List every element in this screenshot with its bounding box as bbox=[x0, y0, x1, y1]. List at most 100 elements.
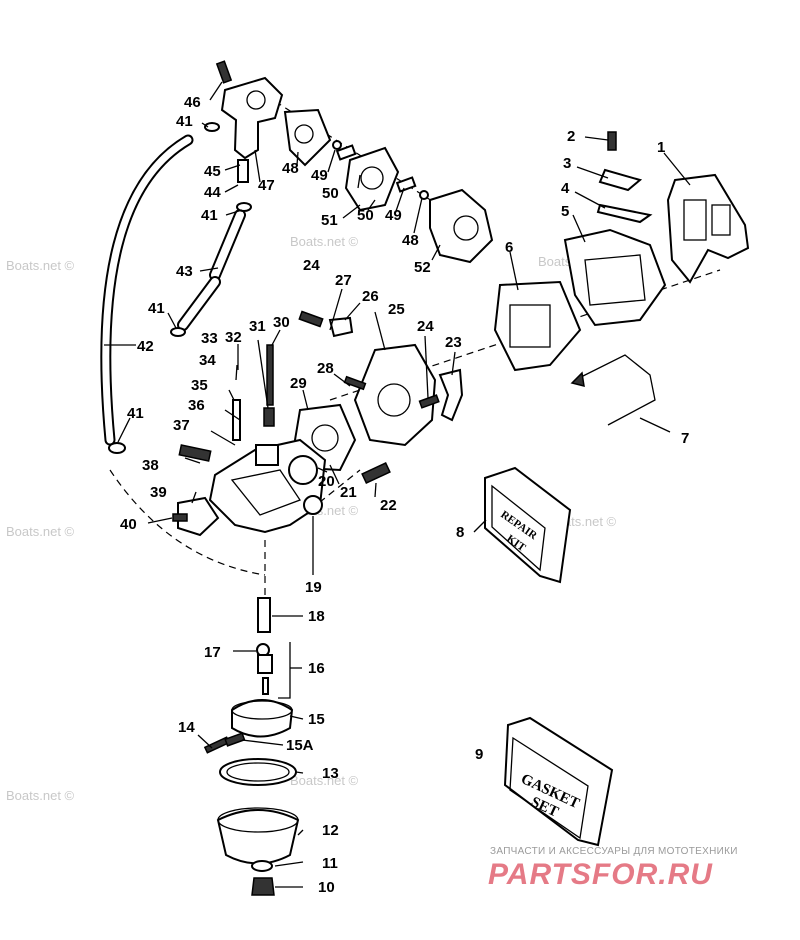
callout-45: 45 bbox=[204, 163, 221, 180]
callout-52: 52 bbox=[414, 259, 431, 276]
callout-24b: 24 bbox=[417, 318, 434, 335]
footer-logo: PARTSFOR.RU bbox=[488, 858, 713, 891]
hose-clamp bbox=[170, 327, 186, 337]
throttle-lever bbox=[438, 368, 464, 422]
callout-5: 5 bbox=[561, 203, 569, 220]
float bbox=[231, 699, 294, 738]
main-jet bbox=[257, 597, 271, 633]
float-bowl bbox=[216, 809, 300, 865]
choke-rod-tip bbox=[570, 371, 585, 388]
callout-40: 40 bbox=[120, 516, 137, 533]
callout-35: 35 bbox=[191, 377, 208, 394]
callout-16: 16 bbox=[308, 660, 325, 677]
callout-14: 14 bbox=[178, 719, 195, 736]
callout-34: 34 bbox=[199, 352, 216, 369]
float-bowl-rim bbox=[217, 807, 299, 833]
callout-6: 6 bbox=[505, 239, 513, 256]
callout-1: 1 bbox=[657, 139, 665, 156]
callout-18: 18 bbox=[308, 608, 325, 625]
reed-plate-detail bbox=[584, 254, 646, 306]
reed-stop bbox=[598, 168, 643, 192]
callout-50b: 50 bbox=[357, 207, 374, 224]
diaphragm-port bbox=[294, 124, 314, 144]
callout-46: 46 bbox=[184, 94, 201, 111]
callouts: 1 2 3 4 5 6 7 8 9 10 11 12 13 14 15 15A … bbox=[120, 94, 689, 896]
bowl-plug bbox=[251, 877, 275, 896]
assembly-line bbox=[109, 469, 266, 576]
callout-47: 47 bbox=[258, 177, 275, 194]
reed-gasket bbox=[666, 173, 750, 284]
reed-petal bbox=[596, 203, 653, 224]
screw bbox=[298, 310, 324, 328]
float-needle bbox=[262, 677, 269, 695]
spring bbox=[263, 407, 275, 427]
pump-cover-port bbox=[360, 166, 384, 190]
intake-gasket-window bbox=[509, 304, 551, 348]
washer bbox=[332, 140, 342, 150]
callout-48a: 48 bbox=[282, 160, 299, 177]
callout-39: 39 bbox=[150, 484, 167, 501]
nut bbox=[303, 495, 323, 515]
callout-4: 4 bbox=[561, 180, 570, 197]
watermark-text: Boats.net © bbox=[6, 258, 75, 273]
needle-valve bbox=[266, 344, 274, 406]
callout-12: 12 bbox=[322, 822, 339, 839]
carb-adapter bbox=[353, 343, 437, 447]
choke-rod bbox=[574, 354, 656, 426]
footer-caption: ЗАПЧАСТИ И АКСЕССУАРЫ ДЛЯ МОТОТЕХНИКИ bbox=[490, 846, 738, 857]
watermark-text: Boats.net © bbox=[6, 524, 75, 539]
screw bbox=[215, 60, 233, 84]
leader-lines bbox=[104, 81, 691, 888]
bowl-gasket-inner bbox=[226, 762, 290, 782]
small-gasket bbox=[395, 176, 417, 193]
small-gasket bbox=[335, 144, 357, 161]
hose-clamp bbox=[236, 202, 252, 212]
assembly-line bbox=[309, 469, 361, 511]
callout-8: 8 bbox=[456, 524, 464, 541]
callout-44: 44 bbox=[204, 184, 221, 201]
short-hose-inner bbox=[211, 211, 244, 279]
float-valve-seat bbox=[257, 654, 273, 674]
callout-23: 23 bbox=[445, 334, 462, 351]
fuel-hose-inner bbox=[102, 136, 192, 444]
carburetor-outlet bbox=[288, 455, 318, 485]
watermark-text: Boats.net © bbox=[290, 773, 359, 788]
callout-37: 37 bbox=[173, 417, 190, 434]
callout-30: 30 bbox=[273, 314, 290, 331]
short-hose-inner bbox=[179, 278, 219, 329]
callout-41a: 41 bbox=[176, 113, 193, 130]
reed-gasket-window bbox=[711, 204, 731, 236]
pump-gasket bbox=[429, 188, 494, 264]
callout-50a: 50 bbox=[322, 185, 339, 202]
callout-29: 29 bbox=[290, 375, 307, 392]
cover-plate bbox=[177, 496, 220, 537]
callout-41b: 41 bbox=[201, 207, 218, 224]
callout-13: 13 bbox=[322, 765, 339, 782]
callout-49a: 49 bbox=[311, 167, 328, 184]
callout-10: 10 bbox=[318, 879, 335, 896]
callout-41d: 41 bbox=[127, 405, 144, 422]
link-clip bbox=[328, 316, 354, 338]
hose-clamp bbox=[108, 442, 126, 454]
callout-25: 25 bbox=[388, 301, 405, 318]
diaphragm-plate bbox=[283, 108, 332, 167]
callout-41c: 41 bbox=[148, 300, 165, 317]
callout-43: 43 bbox=[176, 263, 193, 280]
float-top bbox=[231, 700, 293, 720]
callout-7: 7 bbox=[681, 430, 689, 447]
callout-33: 33 bbox=[201, 330, 218, 347]
pump-cover bbox=[344, 146, 400, 212]
carb-adapter-bore bbox=[377, 383, 411, 417]
callout-19: 19 bbox=[305, 579, 322, 596]
bowl-washer bbox=[251, 860, 273, 872]
reed-gasket-window bbox=[683, 199, 707, 241]
callout-38: 38 bbox=[142, 457, 159, 474]
reed-screw bbox=[607, 131, 617, 151]
callout-32: 32 bbox=[225, 329, 242, 346]
watermark-text: Boats.net © bbox=[6, 788, 75, 803]
callout-3: 3 bbox=[563, 155, 571, 172]
callout-31: 31 bbox=[249, 318, 266, 335]
callout-15: 15 bbox=[308, 711, 325, 728]
callout-9: 9 bbox=[475, 746, 483, 763]
